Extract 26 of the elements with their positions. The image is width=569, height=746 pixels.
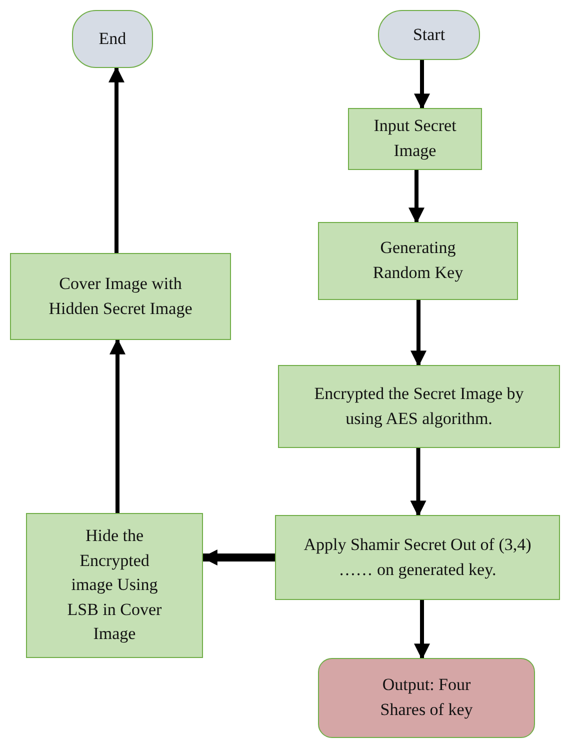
terminal-shape: [378, 10, 480, 60]
arrow: [410, 448, 426, 517]
arrow: [201, 550, 275, 566]
arrow: [110, 338, 126, 513]
arrow: [414, 600, 430, 660]
process-box: [278, 365, 560, 448]
process-box: [26, 513, 203, 658]
output-box: [318, 658, 535, 738]
node-label: Encrypted the Secret Image by using AES algorithm.: [313, 382, 525, 430]
process-box: [275, 515, 560, 600]
node-label: Hide the Encrypted image Using LSB in Cover Image: [66, 524, 163, 646]
arrow: [408, 170, 424, 224]
node-label: Output: Four Shares of key: [379, 674, 474, 721]
node-label: Input Secret Image: [372, 115, 458, 162]
node-label: End: [98, 28, 126, 50]
arrow: [410, 300, 426, 367]
node-label: Cover Image with Hidden Secret Image: [48, 272, 194, 320]
node-label: Start: [412, 24, 446, 46]
process-box: [318, 222, 518, 300]
node-label: Apply Shamir Secret Out of (3,4) …… on generated key.: [302, 534, 532, 581]
node-label: Generating Random Key: [372, 237, 464, 284]
arrow: [414, 60, 430, 110]
terminal-shape: [72, 10, 153, 68]
arrow: [108, 66, 124, 253]
process-box: [348, 108, 482, 170]
process-box: [10, 253, 231, 340]
